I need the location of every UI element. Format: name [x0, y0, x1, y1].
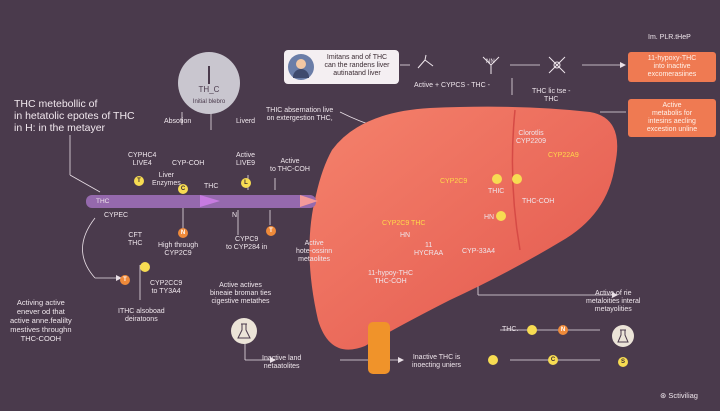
label-cyp-33a4: CYP-33A4 — [462, 248, 496, 255]
flask-icon-right — [612, 325, 634, 347]
label-cyphc4: CYPHC4 LIVE4 — [128, 152, 157, 167]
molecule-icon-1 — [416, 54, 436, 74]
label-clorotlis: Clorotlis CYP2209 — [516, 130, 546, 145]
avatar-icon — [288, 54, 314, 80]
label-cyp2c9-thc: CYP2C9 THC — [382, 220, 426, 227]
top-right-caption: Im. PLR.tHeP — [648, 34, 691, 41]
node-t3: T — [266, 226, 276, 236]
watermark: ⊛ Sctiviliag — [660, 392, 698, 400]
label-active-rie: Active of rie metaloities interal metayo… — [586, 290, 641, 313]
node-t2: T — [120, 275, 130, 285]
node-l: L — [241, 178, 251, 188]
watermark-icon: ⊛ — [660, 391, 669, 400]
metabolite-box-1: 11-hypoxy-THC into inactive excomerasiin… — [628, 52, 716, 82]
node-right-s: S — [618, 357, 628, 367]
label-active-hote: Active hote-ossinn metaolites — [296, 240, 333, 263]
bar-label-thc: THC — [96, 198, 110, 205]
label-thc-coh-right: THC-COH — [522, 198, 555, 205]
label-observation: THIC absernation live on extergestion TH… — [266, 107, 334, 122]
watermark-text: Sctiviliag — [668, 391, 698, 400]
label-hycraa: 11 HYCRAA — [414, 242, 444, 257]
bile-duct-shape — [368, 322, 390, 374]
label-hn: HN — [400, 232, 411, 239]
label-ithc-alsoboad: ITHC alsoboad deiratoons — [118, 308, 165, 323]
label-cyp22a9: CYP22A9 — [548, 152, 579, 159]
clock-sub: Initial blebro — [192, 99, 226, 105]
label-active-thc-coh: Active to THC-COH — [270, 158, 310, 173]
label-thc-ligtse: THC lic tse - THC — [532, 88, 571, 103]
box-2-text: Active metabolis for intesins aecling ex… — [646, 102, 698, 133]
box-1-text: 11-hypoxy-THC into inactive excomerasiin… — [647, 55, 697, 78]
node-n: N — [178, 228, 188, 238]
label-cyp2c9-right: CYP2C9 — [440, 178, 468, 185]
label-absotion: Absotion — [164, 118, 192, 125]
node-c: C — [178, 184, 188, 194]
patient-card: Imitans and of THC can the randens liver… — [284, 50, 399, 84]
node-liver-2 — [512, 174, 522, 184]
node-t: T — [134, 176, 144, 186]
node-liver-3 — [496, 211, 506, 221]
label-active-cyp: Active + CYPCS - THC - — [414, 82, 490, 89]
liver-shape — [309, 106, 618, 350]
label-activing: Activing active enever od that active an… — [10, 298, 72, 343]
node-right-1 — [527, 325, 537, 335]
node-extra — [140, 262, 150, 272]
molecule-icon-2: NN — [480, 54, 502, 76]
label-cft-thc: CFT THC — [128, 232, 143, 247]
label-thc-mid: THC — [204, 183, 219, 190]
label-high-through: High through CYP2C9 — [158, 242, 199, 257]
label-cyp2cc9: CYP2CC9 to TY3A4 — [150, 280, 183, 295]
flask-icon — [231, 318, 257, 344]
label-active-actives: Active actives bineaie broman ties ciges… — [210, 282, 272, 305]
patient-text: Imitans and of THC can the randens liver… — [324, 54, 390, 77]
node-right-c: C — [548, 355, 558, 365]
label-cypec: CYPEC — [104, 212, 129, 219]
label-hypoxy-thc: 11-hypoy-THC THC-COH — [368, 270, 413, 285]
label-cypc9: CYPC9 to CYP284 in — [226, 236, 268, 251]
label-liverd: Liverd — [236, 118, 256, 125]
label-active-live9: Active LIVE9 — [236, 152, 256, 167]
molecule-icon-3 — [546, 54, 568, 76]
metabolite-box-2: Active metabolis for intesins aecling ex… — [628, 99, 716, 137]
label-hn-inner: HN — [484, 214, 495, 221]
label-n-mark: N — [232, 212, 238, 219]
label-inactive-land: Inactive land netaatolites — [262, 355, 302, 370]
clock-icon: TH_C Initial blebro — [178, 52, 240, 114]
node-right-2 — [488, 355, 498, 365]
clock-hand — [208, 66, 210, 84]
node-liver-1 — [492, 174, 502, 184]
label-thc-right2: THC. — [502, 326, 519, 333]
node-right-n: N — [558, 325, 568, 335]
diagram-title: THC metebollic of in hetatolic epotes of… — [14, 98, 135, 134]
label-liver-enzymes: Liver Enzymes — [152, 172, 181, 187]
clock-label: TH_C — [198, 85, 220, 94]
label-inactive-thc: Inactive THC is inoecting uniers — [412, 354, 462, 369]
label-thc-right: THIC — [488, 188, 505, 195]
label-cyp-coh: CYP-COH — [172, 160, 205, 167]
svg-text:NN: NN — [486, 59, 495, 65]
